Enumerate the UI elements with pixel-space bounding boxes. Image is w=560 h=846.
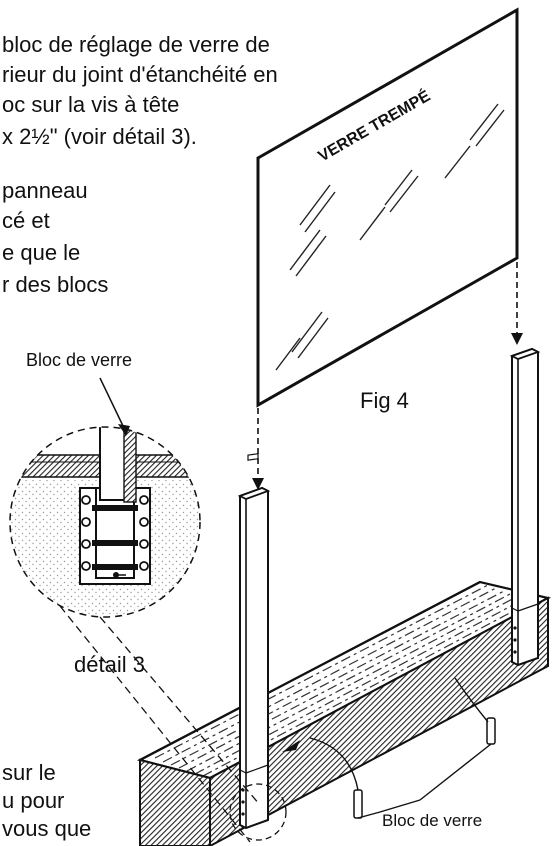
tempered-glass-panel: VERRE TREMPÉ xyxy=(256,7,519,408)
arrow-icon xyxy=(118,424,130,436)
instruction-line-11: vous que xyxy=(2,816,92,841)
deck-base xyxy=(136,580,552,846)
glass-block-label-bottom: Bloc de verre xyxy=(382,811,482,830)
instruction-line-4: x 2½" (voir détail 3). xyxy=(2,124,197,149)
instruction-line-6: cé et xyxy=(2,208,50,233)
instruction-line-5: panneau xyxy=(2,178,88,203)
screw-icons xyxy=(81,495,149,571)
instruction-line-9: sur le xyxy=(2,760,56,785)
instruction-line-7: e que le xyxy=(2,240,81,265)
arrow-down-icon xyxy=(252,478,264,490)
arrow-down-icon xyxy=(511,333,523,345)
right-post xyxy=(509,347,541,667)
instruction-line-2: rieur du joint d'étanchéité en xyxy=(2,62,278,87)
glass-block-pieces xyxy=(353,717,496,819)
detail-3-callout xyxy=(9,377,287,843)
placement-guide-lines xyxy=(257,262,518,480)
glass-block-leader-lines xyxy=(309,677,492,819)
arrow-icon xyxy=(282,740,300,752)
figure-label: Fig 4 xyxy=(360,388,409,413)
instruction-line-1: bloc de réglage de verre de xyxy=(2,32,270,57)
detail-label: détail 3 xyxy=(74,652,145,677)
glass-reflection-lines xyxy=(275,103,505,371)
instruction-line-10: u pour xyxy=(2,788,65,813)
instruction-line-8: r des blocs xyxy=(2,272,109,297)
left-post xyxy=(237,453,271,830)
glass-block-label-top: Bloc de verre xyxy=(26,350,132,370)
instruction-line-3: oc sur la vis à tête xyxy=(2,92,180,117)
